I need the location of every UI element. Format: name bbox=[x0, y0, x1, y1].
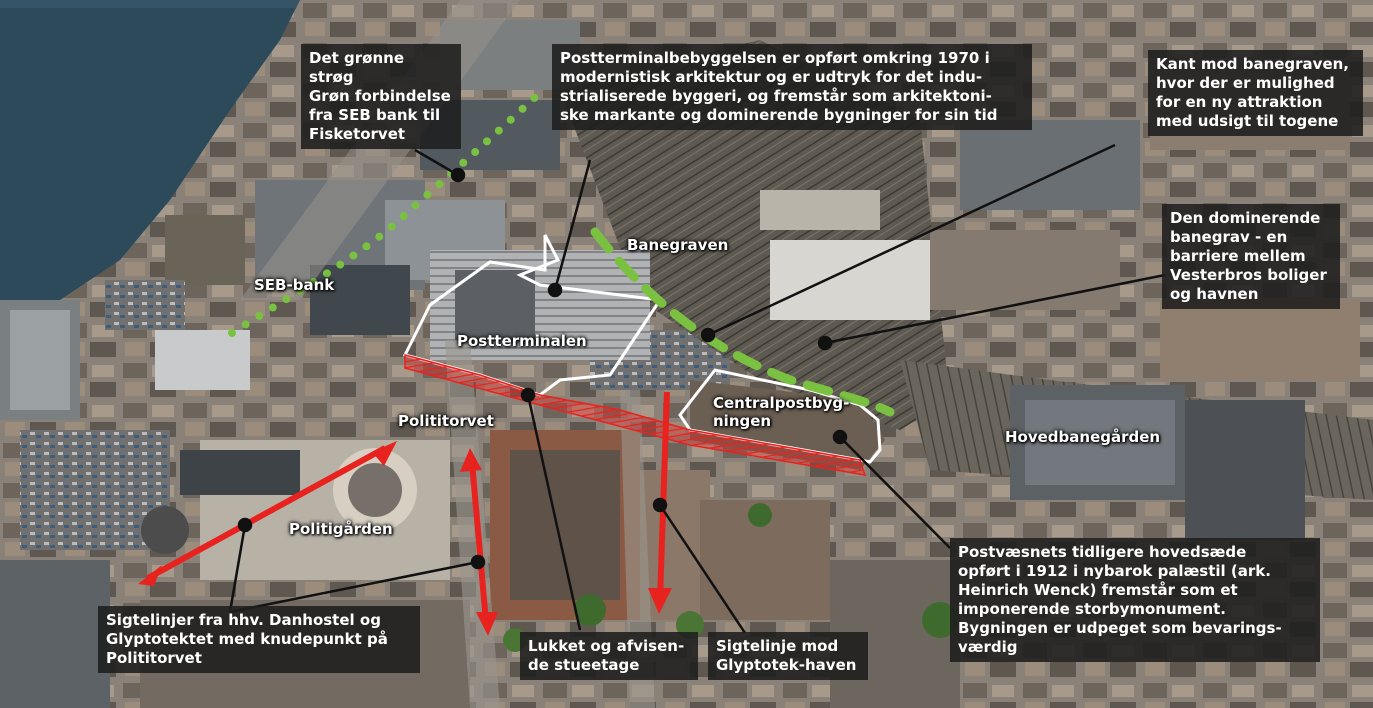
callout-rail-edge: Kant mod banegraven, hvor der er mulighe… bbox=[1148, 50, 1363, 136]
label-hovedbanegaarden: Hovedbanegården bbox=[1005, 428, 1161, 446]
label-centralpostbygningen: Centralpostbyg- ningen bbox=[713, 394, 850, 430]
callout-postterminal-building: Postterminalbebyggelsen er opført omkrin… bbox=[552, 44, 1032, 130]
label-banegraven: Banegraven bbox=[627, 236, 729, 254]
callout-sightlines-danhostel: Sigtelinjer fra hhv. Danhostel og Glypto… bbox=[98, 606, 420, 673]
label-seb-bank: SEB-bank bbox=[254, 276, 335, 294]
label-politigaarden: Politigården bbox=[289, 520, 393, 538]
callout-closed-ground-floor: Lukket og afvisen- de stueetage bbox=[520, 632, 698, 680]
callout-sightline-glyptotek: Sigtelinje mod Glyptotek-haven bbox=[708, 632, 868, 680]
callout-green-corridor: Det grønne strøg Grøn forbindelse fra SE… bbox=[301, 44, 461, 149]
callout-postal-hq: Postvæsnets tidligere hovedsæde opført i… bbox=[950, 538, 1320, 662]
label-postterminalen: Postterminalen bbox=[457, 332, 587, 350]
callout-rail-barrier: Den dominerende banegrav - en barriere m… bbox=[1162, 204, 1340, 309]
label-polititorvet: Polititorvet bbox=[398, 412, 494, 430]
